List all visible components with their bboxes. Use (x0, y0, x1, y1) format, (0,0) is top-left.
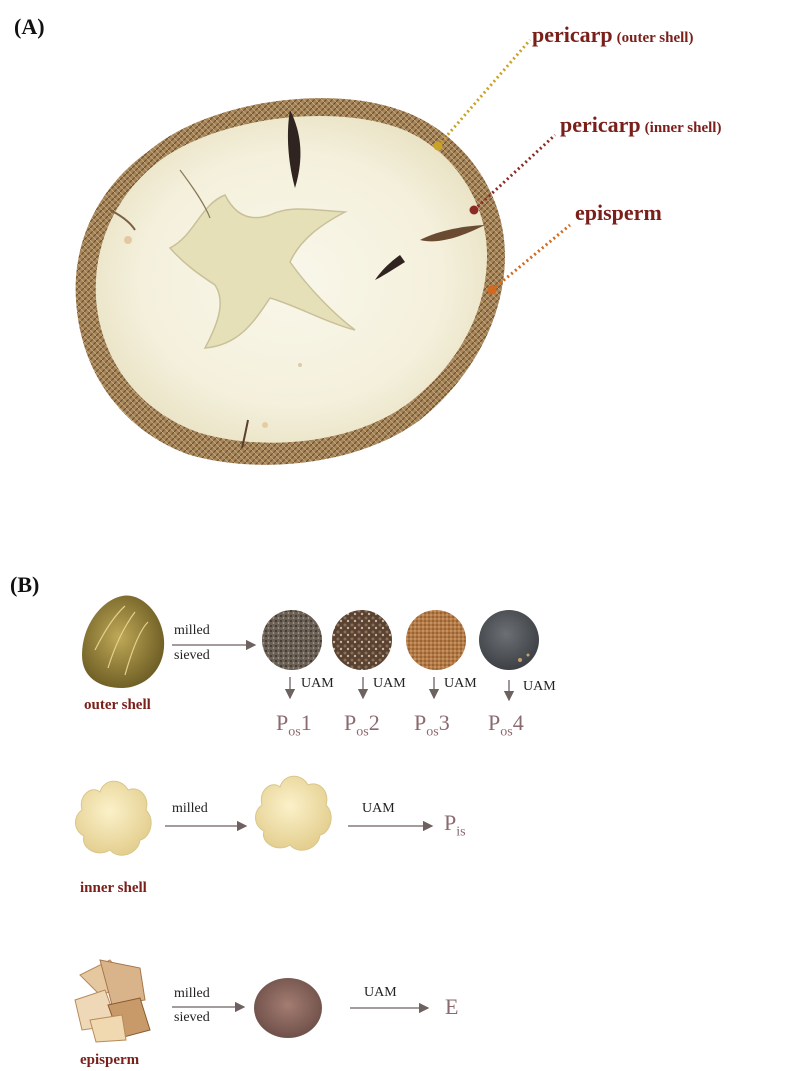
inner-shell-image (76, 781, 152, 855)
product-pos4-sub: os (500, 724, 512, 739)
inner-milled-image (256, 776, 332, 850)
label-outer-shell-detail: (outer shell) (617, 30, 694, 46)
episperm-step-milled: milled (174, 986, 210, 1002)
episperm-uam-label: UAM (364, 985, 397, 1001)
powder-sample-3 (406, 610, 466, 670)
product-pis: Pis (444, 810, 466, 840)
product-pos3-base: P (414, 710, 426, 735)
seed-cross-section (76, 98, 505, 465)
inner-step-milled: milled (172, 801, 208, 817)
powder-sample-4 (479, 610, 539, 670)
episperm-flakes-image (75, 960, 150, 1042)
product-pos1-sub: os (288, 724, 300, 739)
episperm-caption: episperm (80, 1052, 139, 1069)
outer-step-milled: milled (174, 623, 210, 639)
product-pos2: Pos2 (344, 710, 380, 740)
powder-sample-2 (332, 610, 392, 670)
uam-label-4: UAM (523, 679, 556, 695)
product-pos1-base: P (276, 710, 288, 735)
product-pos2-base: P (344, 710, 356, 735)
product-pos1-suffix: 1 (301, 710, 312, 735)
product-pis-base: P (444, 810, 456, 835)
product-pos4: Pos4 (488, 710, 524, 740)
marker-inner-shell (470, 206, 479, 215)
product-e: E (445, 994, 458, 1020)
product-pos3: Pos3 (414, 710, 450, 740)
uam-label-1: UAM (301, 676, 334, 692)
leader-inner-shell (474, 135, 555, 210)
leader-outer-shell (438, 40, 530, 146)
label-outer-shell: pericarp (outer shell) (532, 22, 693, 48)
inner-shell-caption: inner shell (80, 880, 147, 897)
product-pos3-sub: os (426, 724, 438, 739)
label-inner-shell-name: pericarp (560, 112, 641, 137)
marker-outer-shell (434, 142, 443, 151)
uam-label-3: UAM (444, 676, 477, 692)
outer-shell-image (82, 595, 164, 688)
product-pos2-sub: os (356, 724, 368, 739)
powder-sample-1 (262, 610, 322, 670)
outer-step-sieved: sieved (174, 648, 210, 664)
label-inner-shell-detail: (inner shell) (645, 120, 722, 136)
marker-episperm (488, 286, 497, 295)
label-episperm: episperm (575, 200, 662, 226)
uam-label-2: UAM (373, 676, 406, 692)
product-pos4-base: P (488, 710, 500, 735)
product-pos2-suffix: 2 (369, 710, 380, 735)
outer-shell-caption: outer shell (84, 697, 151, 714)
label-inner-shell: pericarp (inner shell) (560, 112, 721, 138)
product-pos3-suffix: 3 (439, 710, 450, 735)
label-episperm-name: episperm (575, 200, 662, 225)
product-pis-sub: is (456, 824, 465, 839)
episperm-row (75, 960, 428, 1042)
inner-uam-label: UAM (362, 801, 395, 817)
episperm-powder-image (254, 978, 322, 1038)
episperm-step-sieved: sieved (174, 1010, 210, 1026)
label-outer-shell-name: pericarp (532, 22, 613, 47)
product-pos4-suffix: 4 (513, 710, 524, 735)
product-pos1: Pos1 (276, 710, 312, 740)
